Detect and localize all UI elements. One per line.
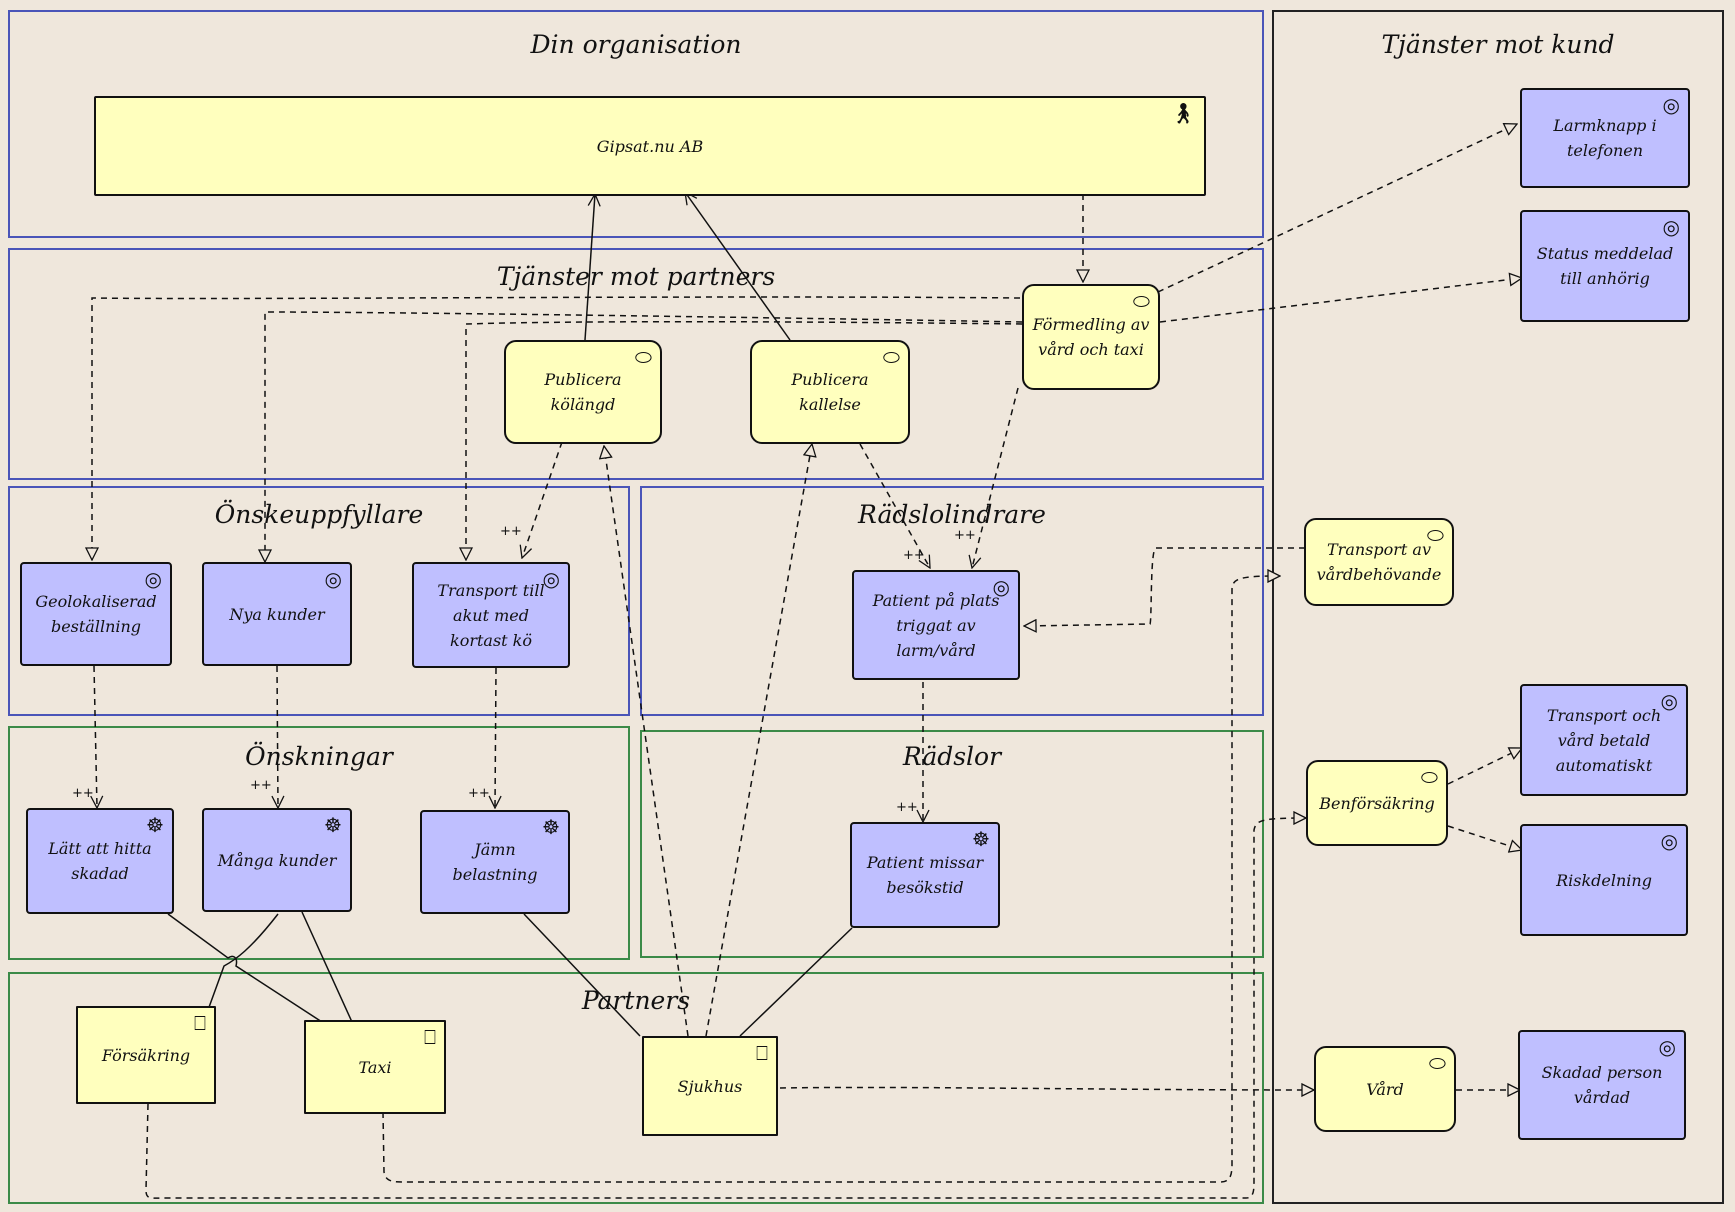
service-icon: ⬭: [1420, 765, 1438, 789]
group-partners: Partners: [8, 972, 1264, 1204]
goal-transport-och-vard[interactable]: Transport och vård betald automatiskt ◎: [1520, 684, 1688, 796]
group-title: Tjänster mot kund: [1381, 30, 1615, 59]
edge-benforsakring-riskdelning: [1447, 825, 1522, 850]
goal-target-icon: ◎: [324, 567, 342, 591]
influence-mark: ++: [72, 786, 94, 801]
edge-forsakring-benforsakring: [145, 818, 1306, 1199]
goal-target-icon: ◎: [1662, 93, 1680, 117]
driver-wheel-icon: ☸: [324, 813, 342, 837]
influence-mark: ++: [954, 528, 976, 543]
service-benforsakring[interactable]: Benförsäkring ⬭: [1306, 760, 1448, 846]
goal-target-icon: ◎: [542, 567, 560, 591]
edge-transport-vardbehovande-patient: [1024, 547, 1305, 626]
goal-target-icon: ◎: [1662, 215, 1680, 239]
influence-mark: ++: [468, 786, 490, 801]
service-vard[interactable]: Vård ⬭: [1314, 1046, 1456, 1132]
goal-skadad-person[interactable]: Skadad person vårdad ◎: [1518, 1030, 1686, 1140]
group-title: Partners: [581, 986, 691, 1015]
edge-formedling-transport-akut: [466, 320, 1023, 560]
service-icon: ⬭: [1428, 1051, 1446, 1075]
driver-patient-missar[interactable]: Patient missar besökstid ☸: [850, 822, 1000, 928]
goal-patient-pa-plats[interactable]: Patient på plats triggat av larm/vård ◎: [852, 570, 1020, 680]
driver-wheel-icon: ☸: [146, 813, 164, 837]
component-sjukhus[interactable]: Sjukhus ⎕: [642, 1036, 778, 1136]
edge-geolokaliserad-latt: [94, 665, 97, 808]
influence-mark: ++: [250, 778, 272, 793]
edge-kolangd-gipsat: [584, 194, 595, 341]
goal-target-icon: ◎: [144, 567, 162, 591]
edge-kolangd-transport-akut: [522, 441, 563, 558]
goal-geolokaliserad[interactable]: Geolokaliserad beställning ◎: [20, 562, 172, 666]
goal-transport-akut[interactable]: Transport till akut med kortast kö ◎: [412, 562, 570, 668]
edge-kallelse-gipsat: [685, 192, 791, 341]
component-icon: ⎕: [194, 1011, 206, 1035]
goal-larmknapp[interactable]: Larmknapp i telefonen ◎: [1520, 88, 1690, 188]
edge-benforsakring-transport-och-vard: [1447, 748, 1522, 785]
edge-manga-forsakring: [207, 913, 279, 1011]
service-icon: ⬭: [1132, 289, 1150, 313]
edge-sjukhus-kolangd: [604, 446, 689, 1037]
edge-formedling-status: [1159, 278, 1522, 323]
service-publicera-kolangd[interactable]: Publicera kölängd ⬭: [504, 340, 662, 444]
edge-jamn-sjukhus: [523, 913, 641, 1037]
group-title: Rädslor: [902, 742, 1002, 771]
actor-gipsat[interactable]: Gipsat.nu AB 🚶︎: [94, 96, 1206, 196]
service-icon: ⬭: [882, 345, 900, 369]
driver-wheel-icon: ☸: [542, 815, 560, 839]
group-title: Din organisation: [530, 30, 742, 59]
goal-target-icon: ◎: [992, 575, 1010, 599]
group-title: Önskningar: [245, 742, 393, 771]
group-title: Önskeuppfyllare: [214, 500, 424, 529]
group-tjanster-mot-partners: Tjänster mot partners: [8, 248, 1264, 480]
edge-kallelse-patient-pa-plats: [859, 443, 930, 568]
actor-icon: 🚶︎: [1170, 101, 1196, 125]
edge-sjukhus-kallelse: [705, 444, 812, 1037]
driver-jamn-belastning[interactable]: Jämn belastning ☸: [420, 810, 570, 914]
group-radslolindrare: Rädslolindrare: [640, 486, 1264, 716]
influence-mark: ++: [500, 524, 522, 539]
group-tjanster-mot-kund: Tjänster mot kund: [1272, 10, 1724, 1204]
edge-manga-taxi: [301, 911, 353, 1023]
edge-formedling-larmknapp: [1157, 124, 1517, 293]
component-icon: ⎕: [424, 1025, 436, 1049]
goal-target-icon: ◎: [1660, 829, 1678, 853]
edge-transport-akut-jamn: [495, 667, 496, 808]
group-onskeuppfyllare: Önskeuppfyllare: [8, 486, 630, 716]
driver-wheel-icon: ☸: [972, 827, 990, 851]
edge-sjukhus-vard: [779, 1087, 1314, 1090]
component-icon: ⎕: [756, 1041, 768, 1065]
service-transport-vardbehovande[interactable]: Transport av vårdbehövande ⬭: [1304, 518, 1454, 606]
goal-status-meddelad[interactable]: Status meddelad till anhörig ◎: [1520, 210, 1690, 322]
goal-nya-kunder[interactable]: Nya kunder ◎: [202, 562, 352, 666]
group-title: Tjänster mot partners: [496, 262, 776, 291]
edge-taxi-transport-vardbehovande: [382, 576, 1280, 1183]
group-title: Rädslolindrare: [858, 500, 1046, 529]
group-onskningar: Önskningar: [8, 726, 630, 960]
driver-latt-att-hitta[interactable]: Lätt att hitta skadad ☸: [26, 808, 174, 914]
service-icon: ⬭: [1426, 523, 1444, 547]
edge-latt-taxi: [167, 913, 323, 1023]
edge-formedling-patient-pa-plats: [972, 387, 1019, 568]
component-forsakring[interactable]: Försäkring ⎕: [76, 1006, 216, 1104]
group-radslor: Rädslor: [640, 730, 1264, 958]
edge-missar-sjukhus: [739, 927, 853, 1037]
service-formedling[interactable]: Förmedling av vård och taxi ⬭: [1022, 284, 1160, 390]
edge-formedling-geolokaliserad: [92, 296, 1021, 560]
influence-mark: ++: [896, 800, 918, 815]
influence-mark: ++: [903, 548, 925, 563]
goal-target-icon: ◎: [1660, 689, 1678, 713]
goal-target-icon: ◎: [1658, 1035, 1676, 1059]
edge-nya-kunder-manga: [277, 665, 278, 808]
group-din-organisation: Din organisation: [8, 10, 1264, 238]
service-publicera-kallelse[interactable]: Publicera kallelse ⬭: [750, 340, 910, 444]
goal-riskdelning[interactable]: Riskdelning ◎: [1520, 824, 1688, 936]
service-icon: ⬭: [634, 345, 652, 369]
component-taxi[interactable]: Taxi ⎕: [304, 1020, 446, 1114]
driver-manga-kunder[interactable]: Många kunder ☸: [202, 808, 352, 912]
